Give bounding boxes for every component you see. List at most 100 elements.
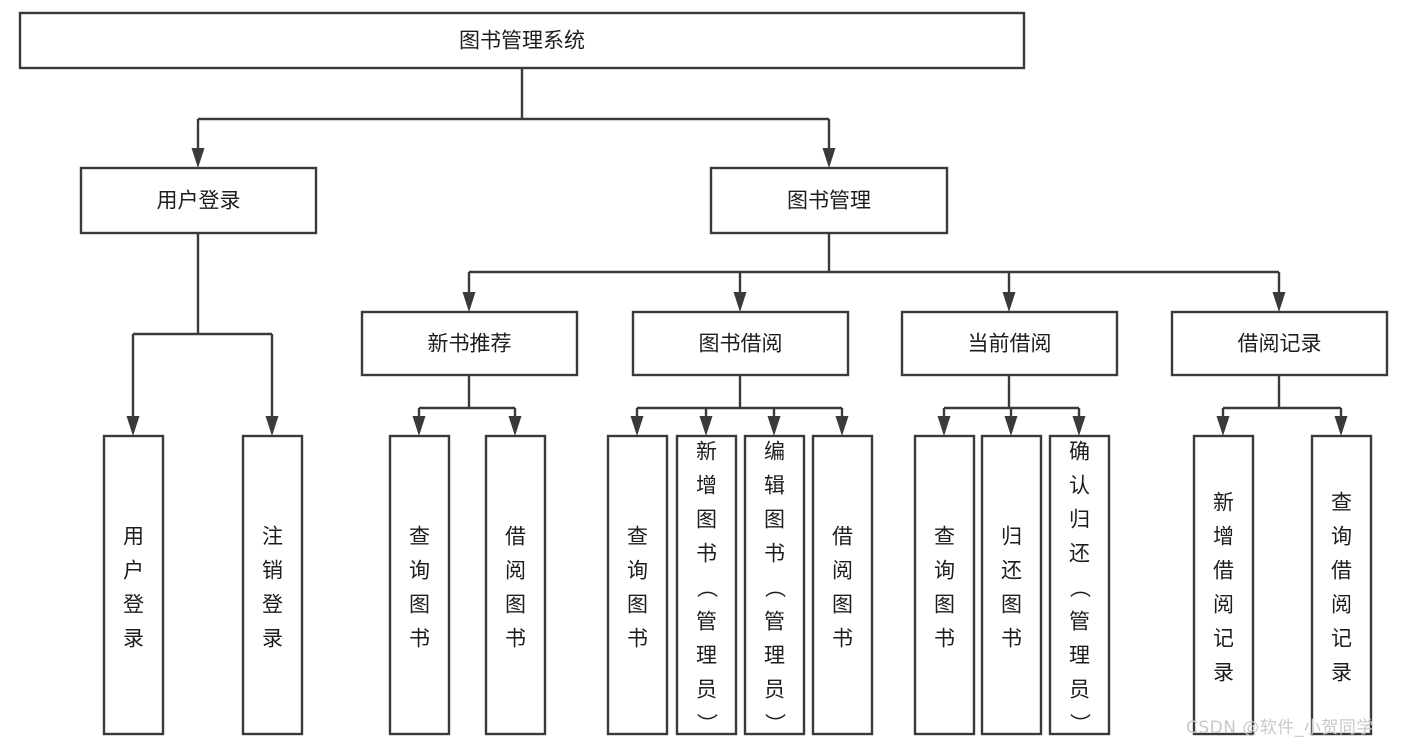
node-rect[interactable] <box>980 434 1043 736</box>
node-rect[interactable] <box>102 434 165 736</box>
node-rect[interactable] <box>1170 310 1389 377</box>
node-label: 新书推荐 <box>428 332 512 356</box>
node-label-char: 管 <box>1069 610 1090 634</box>
node-label-char: （ <box>1068 577 1092 598</box>
arrow-head-icon <box>1272 292 1286 312</box>
node-rect[interactable] <box>811 434 874 736</box>
node-label-char: ） <box>1068 713 1092 734</box>
node-rect[interactable] <box>1048 434 1111 736</box>
nodes-layer: 图书管理系统用户登录图书管理新书推荐图书借阅当前借阅借阅记录用户登录注销登录查询… <box>18 11 1389 736</box>
node-rect[interactable] <box>675 434 738 736</box>
node-label-char: 借 <box>1213 559 1234 583</box>
node-rect[interactable] <box>79 166 318 235</box>
node-rect[interactable] <box>484 434 547 736</box>
node-rect[interactable] <box>388 434 451 736</box>
node-label-char: 查 <box>1331 491 1352 515</box>
node-label: 借阅记录 <box>1238 332 1322 356</box>
node-label-char: 记 <box>1331 627 1352 651</box>
arrow-head-icon <box>822 148 836 168</box>
node-label: 当前借阅 <box>968 332 1052 356</box>
connector-user-login <box>126 233 279 436</box>
node-rect[interactable] <box>1192 434 1255 736</box>
node-label-char: 查 <box>627 525 648 549</box>
node-label-char: 增 <box>1213 525 1234 549</box>
arrow-head-icon <box>767 416 781 436</box>
arrow-head-icon <box>1072 416 1086 436</box>
node-label-char: 借 <box>505 525 526 549</box>
node-rect[interactable] <box>18 11 1026 70</box>
node-label-char: 书 <box>505 627 526 651</box>
node-rect[interactable] <box>606 434 669 736</box>
arrow-head-icon <box>462 292 476 312</box>
node-label-char: 记 <box>1213 627 1234 651</box>
node-label-char: 阅 <box>832 559 853 583</box>
node-label-char: 图 <box>696 508 717 532</box>
node-label-char: （ <box>695 577 719 598</box>
node-label-char: 归 <box>1001 525 1022 549</box>
node-rect[interactable] <box>709 166 949 235</box>
node-label-char: 理 <box>1069 644 1090 668</box>
node-new-book-recommend[interactable]: 新书推荐 <box>360 310 579 377</box>
node-book-borrow[interactable]: 图书借阅 <box>631 310 850 377</box>
node-root[interactable]: 图书管理系统 <box>18 11 1026 70</box>
node-label-char: 图 <box>505 593 526 617</box>
arrow-head-icon <box>412 416 426 436</box>
node-label-char: 增 <box>696 474 717 498</box>
node-label-char: 管 <box>696 610 717 634</box>
node-label-char: ） <box>695 713 719 734</box>
node-rect[interactable] <box>743 434 806 736</box>
arrow-head-icon <box>126 416 140 436</box>
node-label-char: 用 <box>123 525 144 549</box>
node-rect[interactable] <box>913 434 976 736</box>
node-label-char: 书 <box>627 627 648 651</box>
node-label-char: 图 <box>764 508 785 532</box>
node-label-char: 登 <box>123 593 144 617</box>
node-borrow-record[interactable]: 借阅记录 <box>1170 310 1389 377</box>
arrow-head-icon <box>699 416 713 436</box>
node-label-char: 书 <box>1001 627 1022 651</box>
connector-book-management <box>462 233 1286 312</box>
node-label-char: 查 <box>934 525 955 549</box>
node-rect[interactable] <box>1310 434 1373 736</box>
node-label-char: 询 <box>627 559 648 583</box>
node-book-management[interactable]: 图书管理 <box>709 166 949 235</box>
node-label-char: 借 <box>832 525 853 549</box>
node-rect[interactable] <box>241 434 304 736</box>
node-leaf-user-login[interactable]: 用户登录 <box>102 434 165 736</box>
connector-book-borrow <box>630 375 849 436</box>
node-label-char: 图 <box>627 593 648 617</box>
node-label-char: 录 <box>262 627 283 651</box>
node-label-char: 员 <box>696 678 717 702</box>
arrow-head-icon <box>1334 416 1348 436</box>
node-label-char: 阅 <box>1331 593 1352 617</box>
node-label-char: 管 <box>764 610 785 634</box>
node-label-char: 录 <box>1331 661 1352 685</box>
node-user-login[interactable]: 用户登录 <box>79 166 318 235</box>
node-rect[interactable] <box>360 310 579 377</box>
node-rect[interactable] <box>900 310 1119 377</box>
node-label-char: 书 <box>764 542 785 566</box>
node-label-char: 户 <box>123 559 144 583</box>
node-label-char: 确 <box>1069 440 1090 464</box>
connector-new-book-recommend <box>412 375 522 436</box>
connector-current-borrow <box>937 375 1086 436</box>
node-label-char: 员 <box>1069 678 1090 702</box>
node-rect[interactable] <box>631 310 850 377</box>
node-current-borrow[interactable]: 当前借阅 <box>900 310 1119 377</box>
arrow-head-icon <box>1002 292 1016 312</box>
node-label-char: 书 <box>409 627 430 651</box>
node-label-char: 新 <box>1213 491 1234 515</box>
